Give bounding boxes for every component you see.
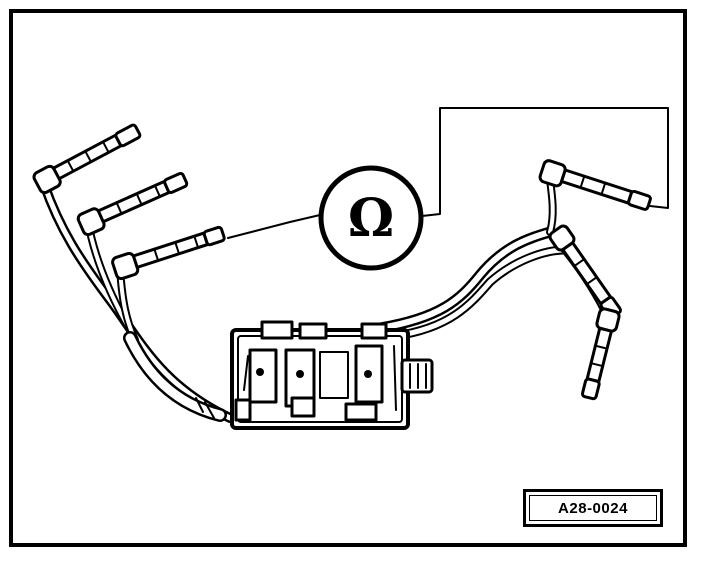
- ohmmeter-test-leads: [227, 107, 669, 239]
- left-cable-bundle: [39, 179, 235, 423]
- figure-reference-box: A28-0024: [523, 489, 663, 527]
- left-spark-plug-connectors: [32, 123, 226, 281]
- figure-frame: [9, 9, 687, 547]
- figure-reference-code: A28-0024: [558, 499, 628, 517]
- ohmmeter-symbol: [318, 165, 424, 271]
- ohm-symbol-glyph: Ω: [348, 188, 394, 249]
- ignition-coil-pack: [230, 320, 434, 430]
- right-spark-plug-connectors: [538, 159, 652, 401]
